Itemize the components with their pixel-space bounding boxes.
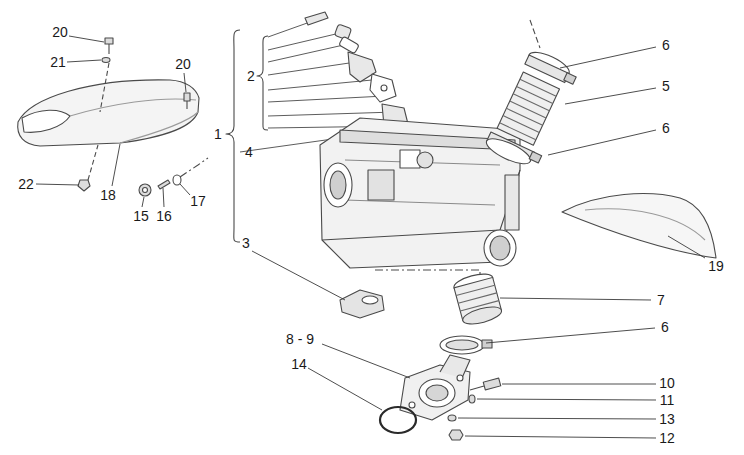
callout-number: 2 <box>247 68 255 84</box>
callout-number: 17 <box>190 193 206 209</box>
callout-number: 20 <box>175 56 191 72</box>
callout-number: 7 <box>657 292 665 308</box>
callout-number: 8 - 9 <box>286 331 314 347</box>
callout-number: 15 <box>133 208 149 224</box>
callout-number: 14 <box>291 356 307 372</box>
callout-number: 3 <box>242 235 250 251</box>
callout-number: 12 <box>659 430 675 446</box>
callout-number: 10 <box>659 375 675 391</box>
callout-number: 18 <box>100 187 116 203</box>
callout-number: 5 <box>662 78 670 94</box>
callout-number: 6 <box>662 37 670 53</box>
callout-number: 20 <box>52 24 68 40</box>
callout-number: 13 <box>659 411 675 427</box>
callout-number: 6 <box>662 120 670 136</box>
callout-number: 6 <box>661 319 669 335</box>
callout-number: 21 <box>50 54 66 70</box>
callout-number: 22 <box>18 176 34 192</box>
callout-number: 1 <box>214 126 222 142</box>
callout-number: 16 <box>156 208 172 224</box>
callout-number: 11 <box>660 392 675 408</box>
callout-number: 4 <box>245 144 253 160</box>
callout-number: 19 <box>708 258 724 274</box>
